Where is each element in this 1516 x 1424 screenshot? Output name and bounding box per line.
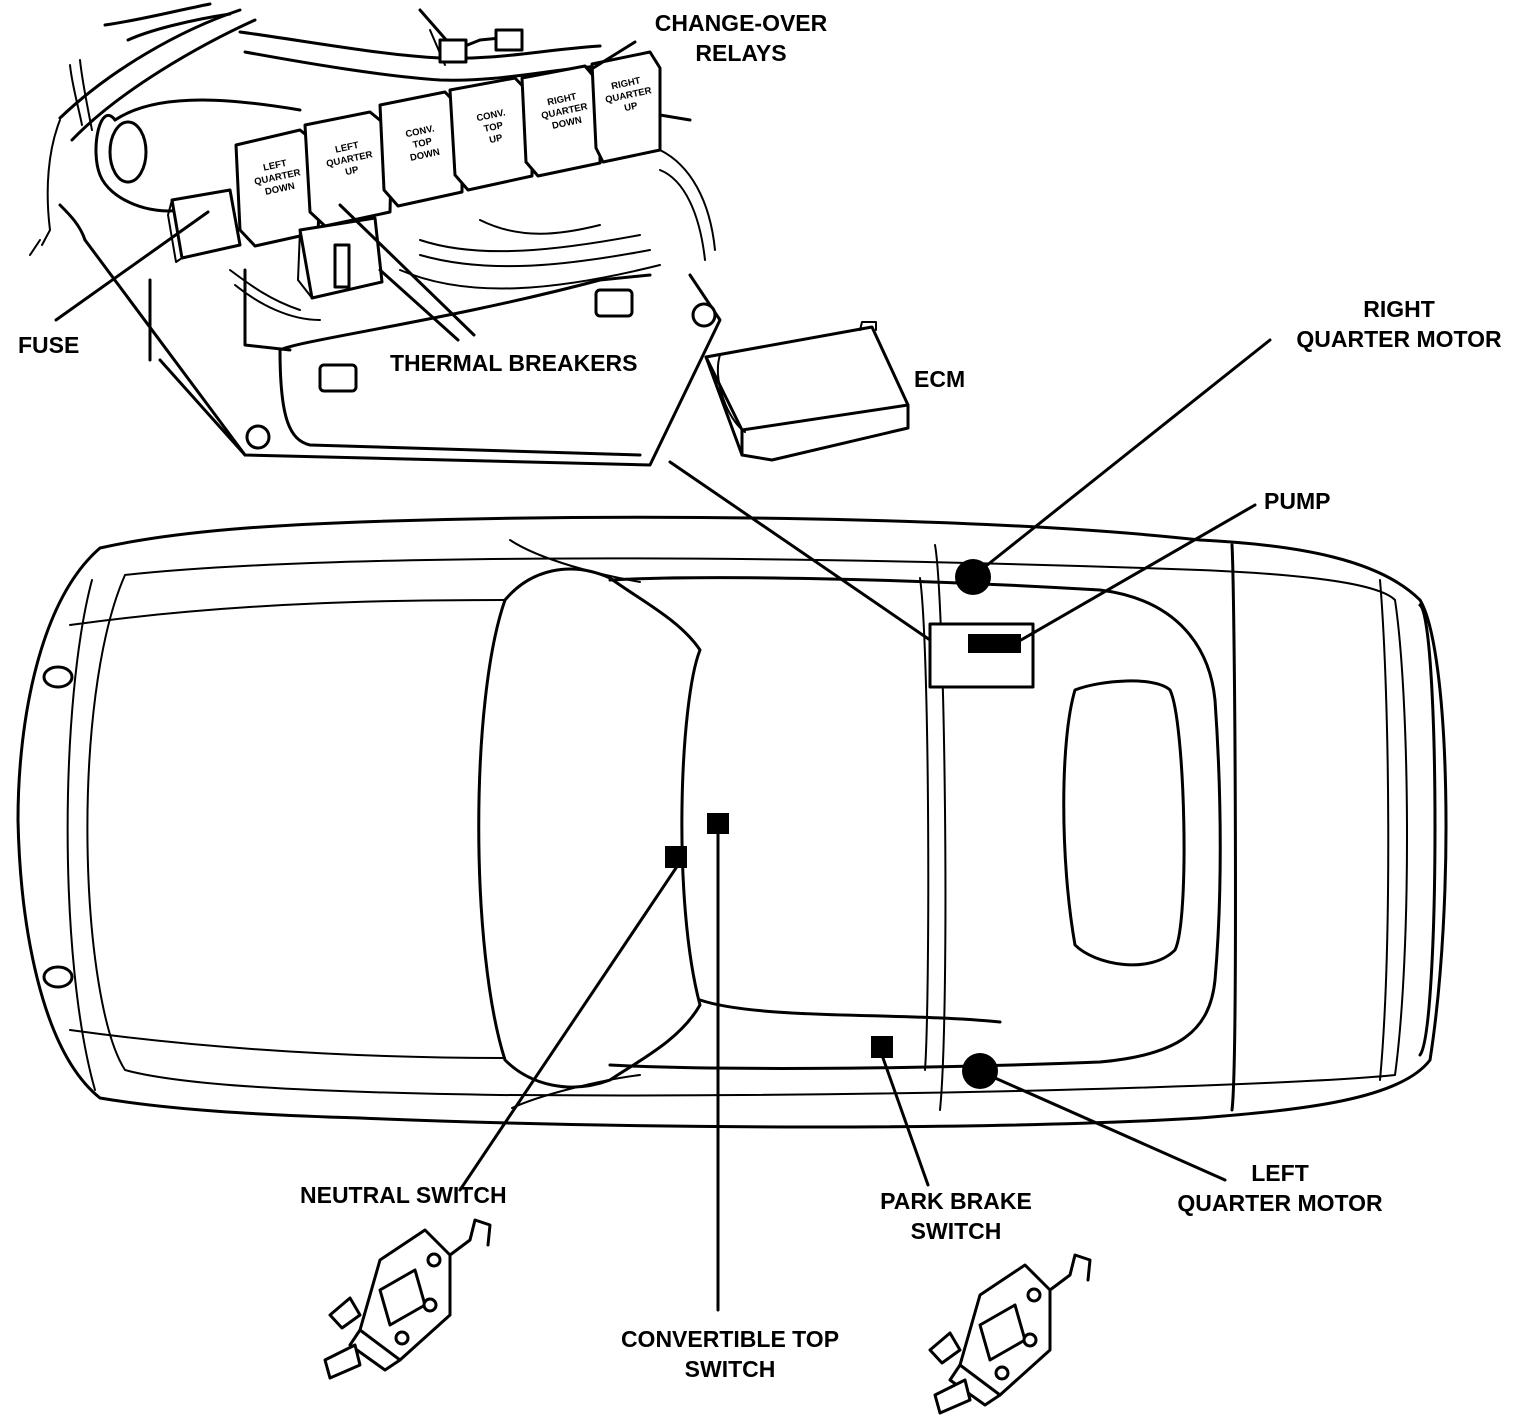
component-markers (665, 559, 1035, 1089)
convertible-top-switch-marker (707, 813, 729, 834)
park-brake-switch-illustration (928, 1253, 1092, 1415)
relay-label: CONV.TOPUP (476, 107, 512, 147)
label-neutral-switch: NEUTRAL SWITCH (300, 1182, 507, 1208)
car-body-top-view (16, 515, 1448, 1129)
leader-lines (54, 40, 1272, 1312)
right-quarter-motor-marker (955, 559, 991, 595)
pump-marker (968, 634, 1021, 653)
relay-label: LEFTQUARTERUP (323, 138, 376, 182)
park-brake-switch-marker (871, 1036, 893, 1058)
left-quarter-motor-marker (962, 1053, 998, 1089)
ecm-location-box (928, 622, 1035, 689)
label-fuse: FUSE (18, 332, 80, 358)
neutral-switch-marker (665, 846, 687, 868)
label-park-brake-switch: PARK BRAKE SWITCH (880, 1188, 1032, 1244)
ecm-module (704, 321, 910, 462)
label-left-quarter-motor: LEFT QUARTER MOTOR (1177, 1160, 1383, 1216)
label-ecm: ECM (914, 366, 966, 392)
label-change-over-relays: CHANGE-OVER RELAYS (654, 10, 828, 66)
relay-bracket-assembly: LEFTQUARTERDOWNLEFTQUARTERUPCONV.TOPDOWN… (29, 2, 722, 467)
label-pump: PUMP (1264, 488, 1331, 514)
label-right-quarter-motor: RIGHT QUARTER MOTOR (1296, 296, 1502, 352)
neutral-switch-illustration (323, 1218, 492, 1380)
relay-label: RIGHTQUARTERUP (602, 74, 655, 118)
label-thermal-breakers: THERMAL BREAKERS (390, 350, 638, 376)
relay-labels: LEFTQUARTERDOWNLEFTQUARTERUPCONV.TOPDOWN… (253, 74, 655, 197)
label-convertible-top-switch: CONVERTIBLE TOP SWITCH (620, 1326, 840, 1382)
